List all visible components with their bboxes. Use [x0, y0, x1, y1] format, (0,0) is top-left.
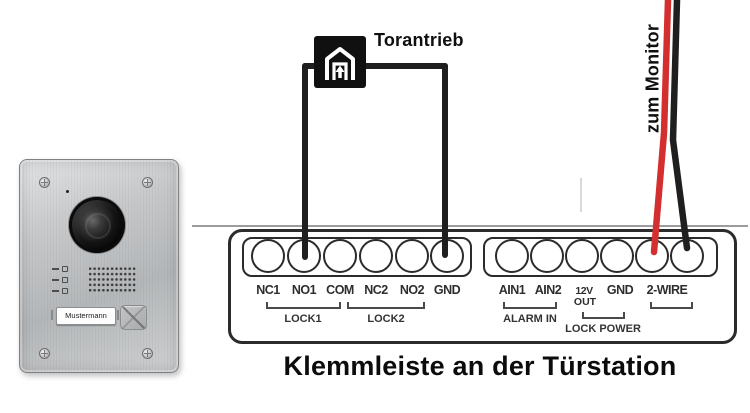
label-lock1: LOCK1	[284, 313, 322, 325]
label-lock2: LOCK2	[367, 313, 405, 325]
diagram-title: Klemmleiste an der Türstation	[283, 351, 677, 381]
label-2wire: 2-WIRE	[646, 283, 688, 297]
microphone-hole	[66, 190, 69, 193]
bracket-lock1	[266, 302, 341, 309]
screw-icon	[39, 348, 50, 359]
screw-icon	[142, 348, 153, 359]
terminal-2wire-2	[670, 239, 704, 273]
terminal-nc1	[251, 239, 285, 273]
screw-icon	[142, 177, 153, 188]
label-gnd-left: GND	[433, 283, 461, 297]
camera-lens	[69, 197, 125, 253]
gate-wire-top	[302, 63, 448, 69]
bracket-alarm-in	[503, 302, 557, 309]
plate-tick	[51, 310, 53, 320]
label-no1: NO1	[291, 283, 317, 297]
status-icon-row	[52, 276, 68, 283]
label-nc1: NC1	[256, 283, 280, 297]
status-icon-row	[52, 265, 68, 272]
label-nc2: NC2	[364, 283, 388, 297]
bracket-2wire	[650, 302, 693, 309]
label-lock-power: LOCK POWER	[565, 323, 641, 335]
label-no2: NO2	[399, 283, 425, 297]
label-com: COM	[326, 283, 354, 297]
bracket-lock2	[347, 302, 425, 309]
monitor-wires	[650, 0, 691, 256]
label-ain2: AIN2	[534, 283, 562, 297]
terminal-com	[323, 239, 357, 273]
speaker-grille-icon	[88, 266, 136, 293]
status-icon-row	[52, 287, 68, 294]
gate-wire-gnd	[442, 63, 448, 258]
faint-line	[580, 178, 582, 212]
nameplate: Mustermann	[56, 307, 116, 325]
label-gnd-right: GND	[606, 283, 634, 297]
terminal-gnd-right	[600, 239, 634, 273]
door-station: Mustermann	[19, 159, 179, 373]
label-alarm-in: ALARM IN	[503, 313, 557, 325]
call-button	[120, 305, 147, 330]
terminal-ain2	[530, 239, 564, 273]
terminal-nc2	[359, 239, 393, 273]
terminal-ain1	[495, 239, 529, 273]
screw-icon	[39, 177, 50, 188]
monitor-label: zum Monitor	[642, 23, 663, 134]
label-out: OUT	[573, 296, 597, 308]
label-ain1: AIN1	[498, 283, 526, 297]
relay-terminal-group	[242, 237, 472, 277]
bracket-lock-power	[582, 312, 625, 319]
terminal-no2	[395, 239, 429, 273]
plate-tick	[117, 310, 119, 320]
gate-drive-label: Torantrieb	[374, 30, 464, 50]
io-terminal-group	[483, 237, 718, 277]
panel-baseline	[192, 225, 748, 227]
terminal-12v-out	[565, 239, 599, 273]
label-12v: 12V	[575, 285, 593, 297]
gate-wire-no1	[302, 63, 308, 260]
garage-door-up-icon	[314, 36, 366, 88]
